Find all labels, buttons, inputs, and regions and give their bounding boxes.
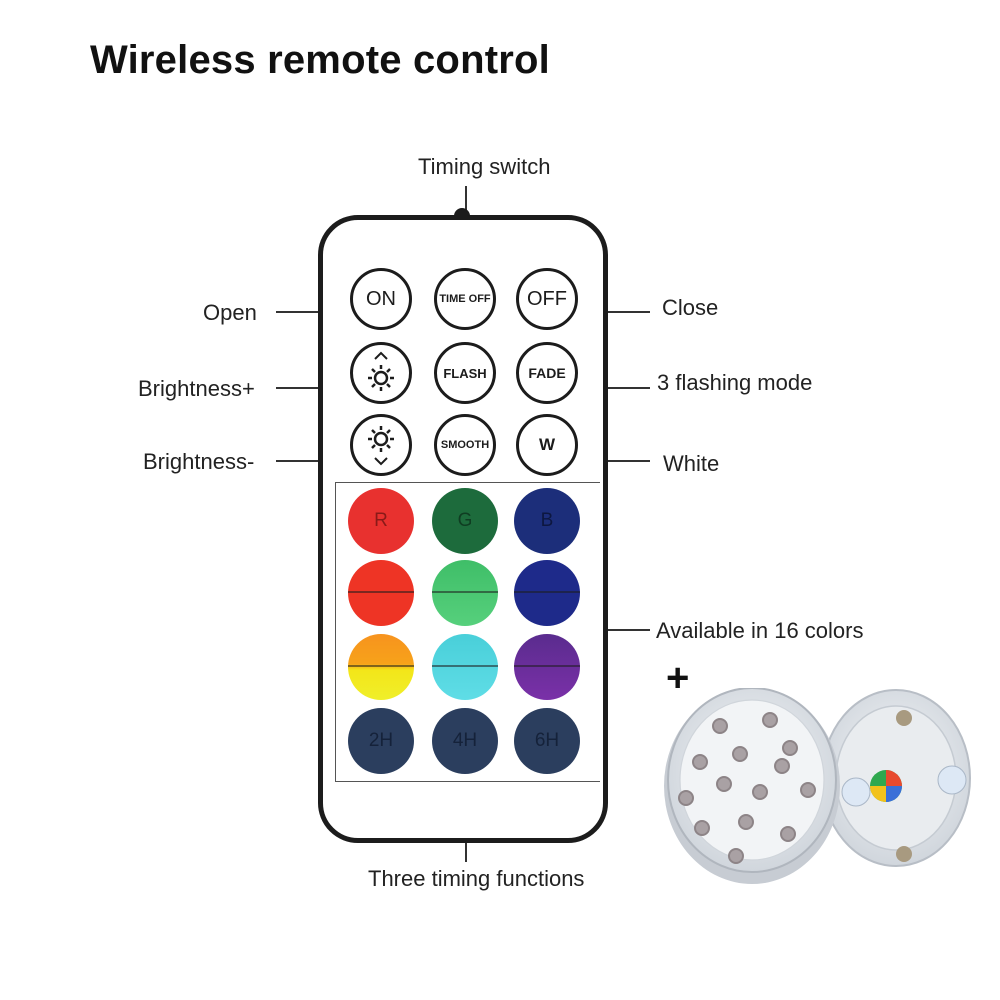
fade-button[interactable]: FADE (516, 342, 578, 404)
flash-button-label: FLASH (443, 365, 487, 381)
timer-4h-label: 4H (452, 730, 478, 751)
remote-tab (454, 208, 470, 218)
blue-button[interactable]: B (514, 488, 580, 554)
white-button-label: W (538, 435, 556, 454)
smooth-button-label: SMOOTH (440, 439, 490, 451)
green-button-label: G (457, 510, 473, 531)
timer-2h-button[interactable]: 2H (348, 708, 414, 774)
blue-button-label: B (540, 510, 554, 531)
timer-6h-label: 6H (534, 730, 560, 751)
timing-functions-label: Three timing functions (368, 866, 585, 891)
timing-switch-label: Timing switch (418, 154, 551, 179)
brightness-plus-label: Brightness+ (138, 376, 255, 401)
brightness-up-icon (368, 351, 394, 391)
color-button-orange-yellow[interactable] (348, 634, 414, 700)
flash-button[interactable]: FLASH (434, 342, 496, 404)
color-button-light-green[interactable] (432, 560, 498, 626)
close-label: Close (662, 295, 719, 320)
red-button[interactable]: R (348, 488, 414, 554)
green-button[interactable]: G (432, 488, 498, 554)
time-off-button-label: TIME OFF (439, 293, 491, 305)
white-label: White (663, 451, 720, 476)
flashing-mode-label: 3 flashing mode (657, 370, 813, 395)
smooth-button[interactable]: SMOOTH (434, 414, 496, 476)
color-button-indigo[interactable] (514, 560, 580, 626)
on-button-label: ON (366, 287, 396, 310)
open-label: Open (203, 300, 257, 325)
brightness-down-icon (368, 426, 394, 466)
off-button-label: OFF (527, 287, 567, 310)
color-button-cyan[interactable] (432, 634, 498, 700)
off-button[interactable]: OFF (516, 268, 578, 330)
page-title: Wireless remote control (90, 38, 550, 82)
colors-label: Available in 16 colors (656, 618, 864, 643)
on-button[interactable]: ON (350, 268, 412, 330)
plus-sign: + (666, 656, 690, 700)
timer-2h-label: 2H (368, 730, 394, 751)
brightness-up-button[interactable] (350, 342, 412, 404)
color-button-purple[interactable] (514, 634, 580, 700)
fade-button-label: FADE (528, 365, 566, 381)
submersible-led-lights-image (664, 688, 971, 884)
time-off-button[interactable]: TIME OFF (434, 268, 496, 330)
timer-6h-button[interactable]: 6H (514, 708, 580, 774)
timer-4h-button[interactable]: 4H (432, 708, 498, 774)
white-button[interactable]: W (516, 414, 578, 476)
color-section-bracket (335, 482, 600, 782)
brightness-minus-label: Brightness- (143, 449, 255, 474)
brightness-down-button[interactable] (350, 414, 412, 476)
color-button-red-orange[interactable] (348, 560, 414, 626)
red-button-label: R (374, 510, 388, 531)
